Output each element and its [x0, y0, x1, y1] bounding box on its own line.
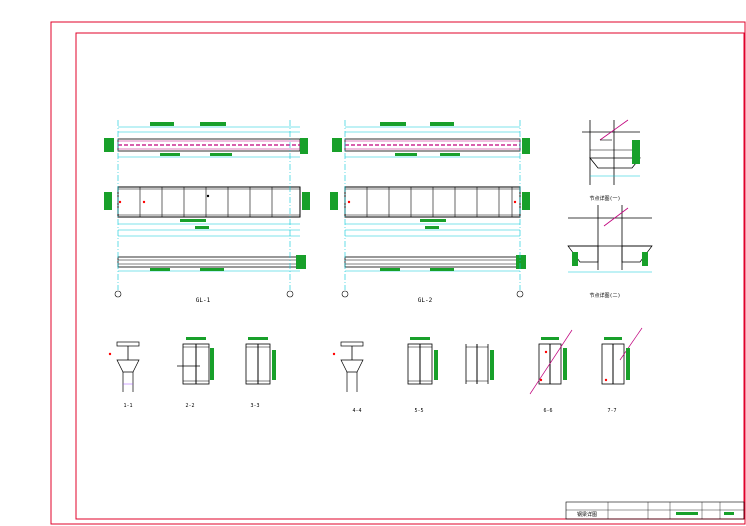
section-label-4: 4-4 [352, 408, 361, 414]
section-label-6: 6-6 [543, 408, 552, 414]
beam-view-gl2 [330, 120, 530, 298]
section-3-3 [245, 337, 276, 385]
title-block-drawing-name: 钢梁详图 [577, 511, 597, 518]
beam-view-gl1 [104, 120, 310, 298]
node-detail-1 [582, 119, 641, 185]
section-5-5 [407, 337, 494, 385]
section-label-1: 1-1 [123, 403, 132, 409]
section-label-7: 7-7 [607, 408, 616, 414]
section-2-2 [177, 337, 214, 385]
node-detail-2 [567, 205, 653, 273]
section-1-1 [108, 341, 140, 392]
outer-frame [50, 21, 746, 525]
view-label-gl2: GL-2 [418, 297, 433, 304]
inner-frame [75, 32, 745, 520]
section-label-2: 2-2 [185, 403, 194, 409]
view-label-gl1: GL-1 [196, 297, 211, 304]
section-4-4 [332, 341, 364, 392]
section-label-5: 5-5 [414, 408, 423, 414]
section-7-7 [601, 327, 643, 385]
title-block [565, 501, 745, 520]
section-label-3: 3-3 [250, 403, 259, 409]
detail-label-1: 节点详图(一) [589, 195, 620, 202]
detail-label-2: 节点详图(二) [589, 292, 620, 299]
section-6-6 [529, 329, 573, 395]
